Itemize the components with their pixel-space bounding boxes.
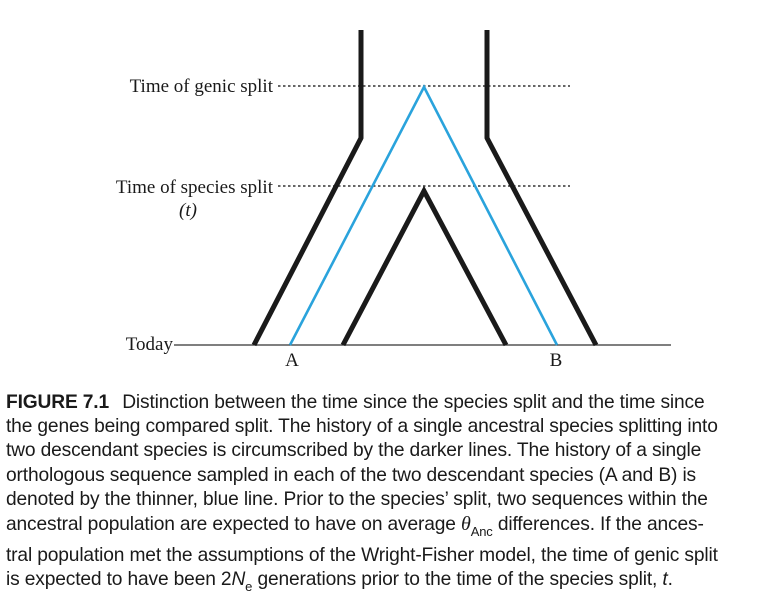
species-a-label: A [285,350,299,371]
caption-line-3: two descendant species is circumscribed … [6,440,702,462]
figure-number: FIGURE 7.1 [6,392,109,413]
ne-subscript: e [245,579,253,595]
caption-text-1: Distinction between the time since the s… [122,392,705,413]
caption-line-7: tral population met the assumptions of t… [6,545,718,567]
ancestral-species-left-boundary [251,30,364,347]
species-split-time-variable: (t) [179,200,197,221]
ne-symbol: N [231,569,246,591]
species-split-label: Time of species split [116,177,274,198]
caption-text-6a: ancestral population are expected to hav… [6,514,462,536]
theta-symbol: θ [461,513,471,536]
species-b-label: B [550,350,563,371]
caption-line-5: denoted by the thinner, blue line. Prior… [6,488,708,510]
caption-line-1: FIGURE 7.1 Distinction between the time … [6,391,772,415]
figure-caption: FIGURE 7.1 Distinction between the time … [6,391,772,600]
species-split-inner-boundary [340,185,509,347]
genic-split-label: Time of genic split [130,76,274,97]
theta-subscript: Anc [470,524,493,540]
species-gene-tree-diagram: Time of genic split Time of species spli… [116,30,671,371]
today-label: Today [126,334,174,355]
caption-line-2: the genes being compared split. The hist… [6,416,718,438]
ancestral-species-right-boundary [484,30,599,347]
t-symbol: t [662,569,668,591]
gene-lineage-line [288,84,559,346]
caption-text-6b: differences. If the ances- [492,514,704,536]
caption-text-8b: generations prior to the time of the spe… [252,569,663,591]
caption-line-6: ancestral population are expected to hav… [6,512,772,544]
caption-line-4: orthologous sequence sampled in each of … [6,464,697,486]
caption-text-8a: is expected to have been 2 [6,569,232,591]
caption-line-8: is expected to have been 2Ne generations… [6,568,772,599]
caption-text-8c: . [667,569,673,591]
